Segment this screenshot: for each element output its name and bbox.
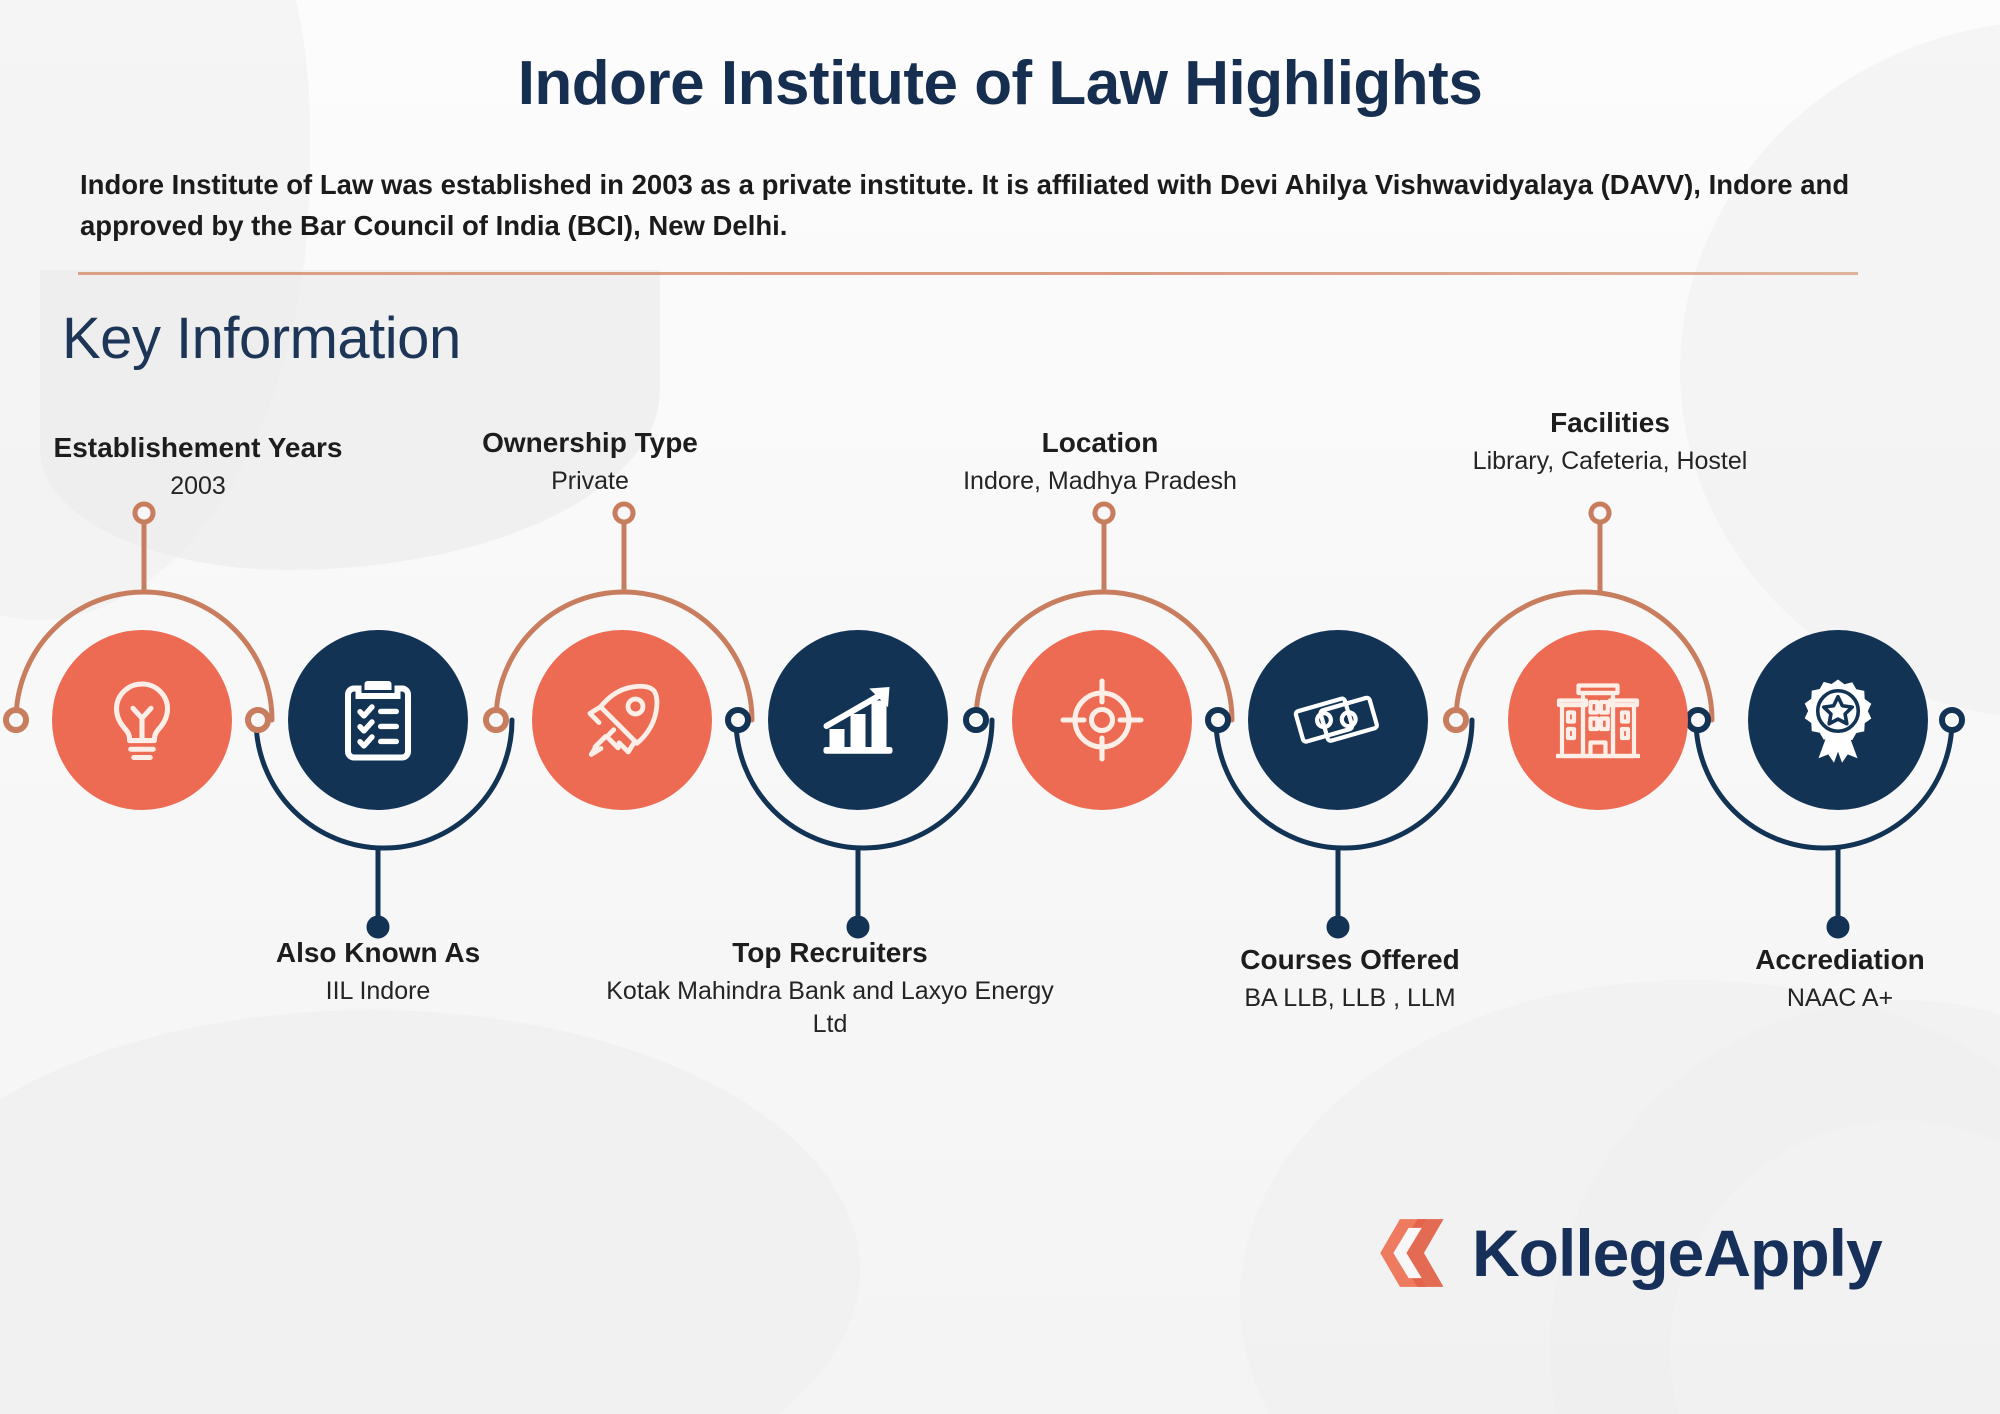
label-ownership-type: Ownership Type Private [420,425,760,498]
header-divider [78,272,1858,275]
target-icon [1060,678,1144,762]
award-ribbon-icon [1804,679,1872,763]
label-title: Top Recruiters [732,937,928,968]
label-title: Ownership Type [482,427,698,458]
label-top-recruiters: Top Recruiters Kotak Mahindra Bank and L… [600,935,1060,1040]
label-location: Location Indore, Madhya Pradesh [910,425,1290,498]
label-title: Location [1041,427,1159,458]
rocket-icon [587,683,660,757]
label-value: Indore, Madhya Pradesh [963,467,1237,495]
label-establishment-years: Establishement Years 2003 [0,430,408,503]
node-location[interactable] [1012,630,1192,810]
label-facilities: Facilities Library, Cafeteria, Hostel [1400,405,1820,478]
label-value: NAAC A+ [1786,984,1894,1012]
brand-name: KollegeApply [1472,1216,1883,1290]
label-title: Facilities [1550,407,1670,438]
label-title: Accrediation [1755,944,1925,975]
clipboard-checklist-icon [345,681,411,761]
label-value: 2003 [170,472,226,500]
background-blob [0,1010,860,1414]
double-chevron-logo-icon [1380,1219,1444,1287]
label-value: BA LLB, LLB , LLM [1244,984,1456,1012]
label-also-known-as: Also Known As IIL Indore [168,935,588,1008]
building-icon [1556,683,1640,759]
node-accrediation[interactable] [1748,630,1928,810]
label-title: Establishement Years [53,432,343,463]
label-value: IIL Indore [325,977,431,1005]
label-title: Courses Offered [1240,944,1460,975]
growth-chart-icon [823,687,893,754]
section-title: Key Information [62,306,461,371]
page-title: Indore Institute of Law Highlights [517,49,1483,118]
label-value: Private [551,467,629,495]
banknotes-icon [1293,695,1379,744]
node-courses-offered[interactable] [1248,630,1428,810]
lightbulb-icon [113,681,171,761]
node-ownership-type[interactable] [532,630,712,810]
intro-text: Indore Institute of Law was established … [80,169,1850,241]
label-title: Also Known As [275,937,481,968]
node-facilities[interactable] [1508,630,1688,810]
node-also-known-as[interactable] [288,630,468,810]
node-top-recruiters[interactable] [768,630,948,810]
label-value: Kotak Mahindra Bank and Laxyo Energy Ltd [606,977,1054,1038]
label-accrediation: Accrediation NAAC A+ [1650,942,2000,1015]
label-courses-offered: Courses Offered BA LLB, LLB , LLM [1140,942,1560,1015]
node-establishment-years[interactable] [52,630,232,810]
label-value: Library, Cafeteria, Hostel [1472,447,1748,475]
timeline-connectors [3,501,1965,939]
brand-logo[interactable]: KollegeApply [1380,1215,1883,1291]
